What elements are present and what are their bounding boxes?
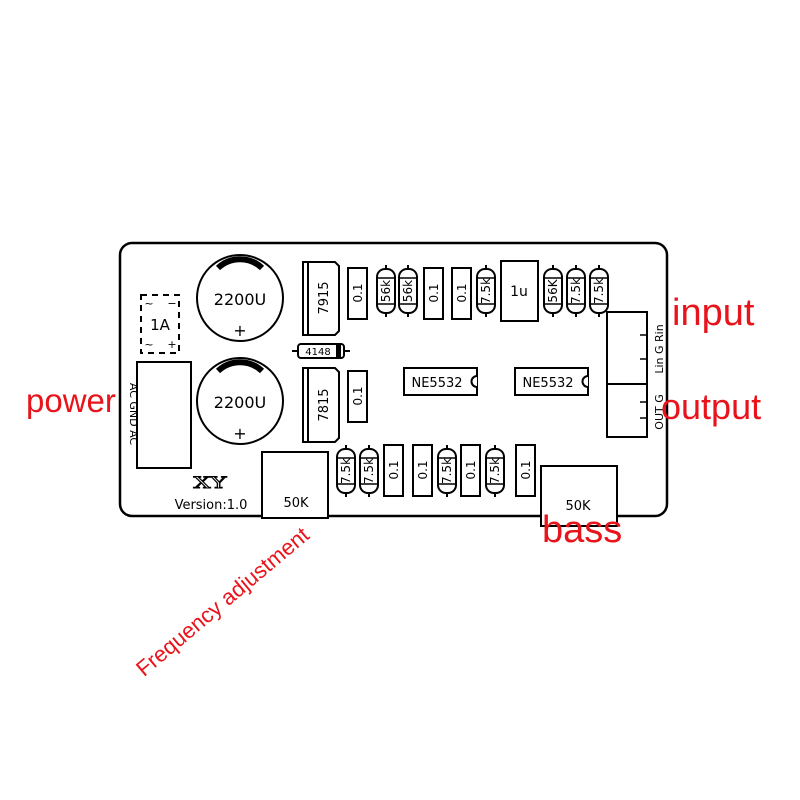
resistor-top-3-label: 7.5k [479,278,493,304]
cap-middle: 0.1 [347,370,368,423]
fuse-mark-tl: ~ [144,297,153,310]
capacitor-2200u-bottom: 2200U + [196,357,284,445]
cap-bottom-1-label: 0.1 [387,460,401,479]
film-cap-1u: 1u [500,260,539,322]
cap-bottom-2-label: 0.1 [416,460,430,479]
logo-xy: XY [194,473,228,492]
regulator-label-7815: 7815 [317,388,332,421]
fuse-mark-tr: − [167,297,176,310]
resistor-top-6: 7.5k [589,264,609,318]
cap-value-top: 2200U [214,290,266,309]
cap-bottom-3-label: 0.1 [464,460,478,479]
fuse-mark-br: + [167,338,176,351]
regulator-7815: 7815 [302,367,340,443]
power-pin-label: AC GND AC [127,383,140,446]
resistor-bottom-4-label: 7.5k [488,458,502,484]
capacitor-2200u-top: 2200U + [196,254,284,342]
fuse: ~ − 1A ~ + [140,294,180,354]
power-terminal [136,361,192,469]
cap-top-1: 0.1 [347,267,368,320]
ic-ne5532-right: NE5532 [514,367,589,396]
resistor-top-2-label: 56k [401,280,415,302]
cap-bottom-4-label: 0.1 [519,460,533,479]
ic-left-label: NE5532 [411,376,462,391]
resistor-top-4: 56K [543,264,563,318]
fuse-value: 1A [150,316,171,334]
pot-bass: 50K [540,465,618,527]
cap-top-3-label: 0.1 [455,283,469,302]
resistor-top-6-label: 7.5k [592,278,606,304]
resistor-top-2: 56k [398,264,418,318]
cap-plus-bottom: + [233,424,246,443]
resistor-bottom-1: 7.5k [336,444,356,498]
pot-bass-label: 50K [565,499,591,514]
fuse-mark-bl: ~ [144,338,153,351]
version-label: Version:1.0 [175,498,248,513]
cap-top-3: 0.1 [451,267,472,320]
resistor-top-3: 7.5k [476,264,496,318]
diode-label: 4148 [305,347,330,358]
film-cap-label: 1u [510,284,528,300]
cap-bottom-2: 0.1 [412,444,433,497]
cap-bottom-1: 0.1 [383,444,404,497]
regulator-7915: 7915 [302,261,340,336]
annotation-bass: bass [542,509,623,551]
resistor-bottom-4: 7.5k [485,444,505,498]
cap-middle-label: 0.1 [351,386,365,405]
cap-value-bottom: 2200U [214,393,266,412]
regulator-label-7915: 7915 [317,281,332,314]
resistor-bottom-2: 7.5k [359,444,379,498]
cap-bottom-4: 0.1 [515,444,536,497]
resistor-bottom-3-label: 7.5k [440,458,454,484]
annotation-output: output [661,386,762,427]
ic-ne5532-left: NE5532 [403,367,478,396]
resistor-top-1: 56k [376,264,396,318]
annotation-power: power [26,382,116,419]
output-pin-label: OUT G [653,394,666,429]
cap-top-2-label: 0.1 [427,283,441,302]
cap-top-2: 0.1 [423,267,444,320]
input-pin-label: Lin G Rin [653,324,666,373]
pot-frequency-label: 50K [283,496,309,511]
resistor-bottom-1-label: 7.5k [339,458,353,484]
resistor-top-5: 7.5k [566,264,586,318]
ic-right-label: NE5532 [522,376,573,391]
diode-4148: 4148 [292,343,350,359]
input-output-terminal: Lin G Rin OUT G [606,311,666,438]
cap-bottom-3: 0.1 [460,444,481,497]
pot-frequency: 50K [261,451,329,519]
resistor-bottom-3: 7.5k [437,444,457,498]
cap-plus-top: + [233,321,246,340]
resistor-top-4-label: 56K [546,278,560,302]
annotation-input: input [672,292,755,334]
resistor-top-1-label: 56k [379,280,393,302]
resistor-top-5-label: 7.5k [569,278,583,304]
resistor-bottom-2-label: 7.5k [362,458,376,484]
cap-top-1-label: 0.1 [351,283,365,302]
